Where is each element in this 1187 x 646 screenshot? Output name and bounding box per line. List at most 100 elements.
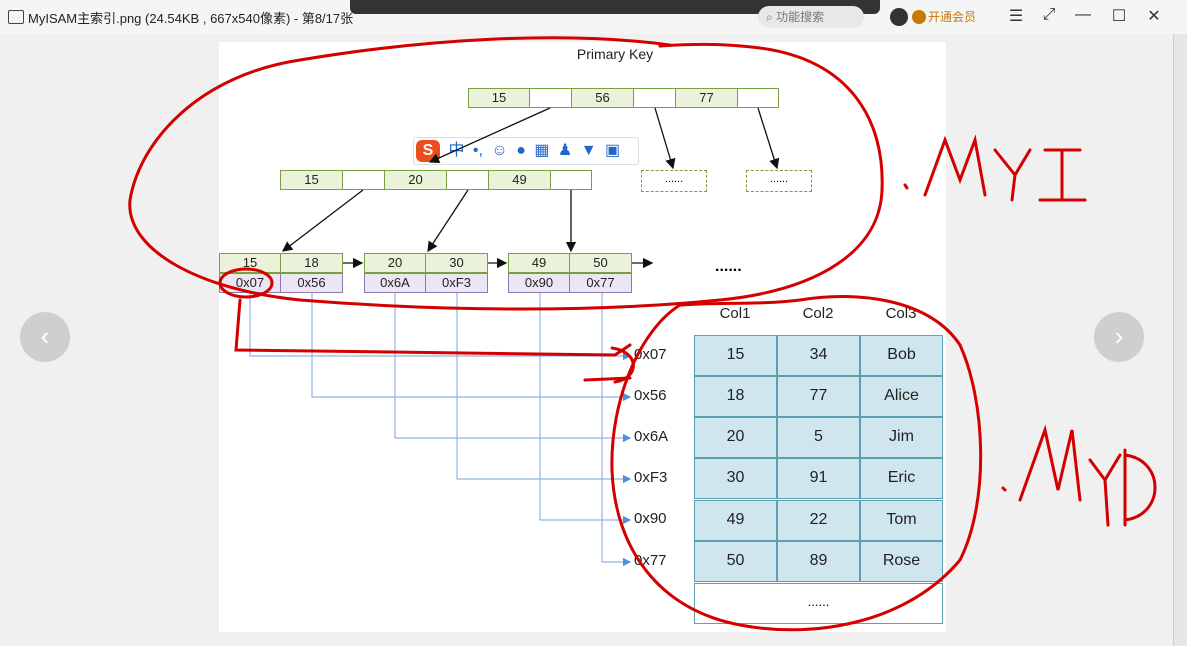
placeholder-node: ...... bbox=[641, 170, 707, 192]
ink-letter bbox=[1038, 148, 1087, 202]
search-input[interactable]: ⌕ 功能搜索 bbox=[758, 6, 864, 28]
scrollbar[interactable] bbox=[1173, 34, 1187, 646]
vip-button[interactable]: 开通会员 bbox=[912, 8, 976, 25]
leaf-key-cell: 49 bbox=[508, 253, 570, 273]
person-icon[interactable]: ♟ bbox=[557, 142, 573, 159]
prev-arrow-icon: ‹ bbox=[40, 321, 50, 351]
leaf-key-cell: 18 bbox=[280, 253, 343, 273]
leaf-pointer-cell: 0x6A bbox=[364, 273, 426, 293]
table-cell: 22 bbox=[777, 500, 860, 541]
close-icon[interactable]: ✕ bbox=[1147, 8, 1161, 25]
fullscreen-icon[interactable]: ⤢ bbox=[1042, 6, 1056, 23]
leaf-pointer-cell: 0x77 bbox=[569, 273, 632, 293]
root-pointer-cell bbox=[737, 88, 779, 108]
row-address: 0xF3 bbox=[634, 469, 668, 486]
pointer-line bbox=[601, 293, 632, 567]
avatar[interactable] bbox=[890, 8, 908, 26]
ink-letter bbox=[1018, 424, 1082, 502]
table-more-row: ...... bbox=[694, 583, 943, 624]
tree-arrow bbox=[757, 107, 780, 170]
row-address: 0x56 bbox=[634, 387, 667, 404]
table-header-col3: Col3 bbox=[885, 305, 917, 322]
viewer-toolbar[interactable] bbox=[350, 0, 880, 14]
leaf-pointer-cell: 0x90 bbox=[508, 273, 570, 293]
next-image-button[interactable]: › bbox=[1094, 312, 1144, 362]
search-placeholder: 功能搜索 bbox=[776, 10, 825, 24]
pointer-line bbox=[249, 293, 632, 361]
leaf-more: ...... bbox=[715, 258, 742, 275]
mid-key-cell: 49 bbox=[488, 170, 551, 190]
pointer-line bbox=[394, 293, 632, 443]
punctuation-icon[interactable]: •, bbox=[472, 142, 483, 159]
table-cell: Alice bbox=[860, 376, 943, 417]
table-cell: 77 bbox=[777, 376, 860, 417]
leaf-key-cell: 30 bbox=[425, 253, 488, 273]
table-header-col2: Col2 bbox=[802, 305, 834, 322]
root-key-cell: 15 bbox=[468, 88, 530, 108]
pointer-circle bbox=[218, 267, 274, 299]
minimize-icon[interactable]: — bbox=[1075, 6, 1091, 23]
title-bar: MyISAM主索引.png (24.54KB , 667x540像素) - 第8… bbox=[0, 0, 1187, 34]
next-arrow-icon: › bbox=[1114, 321, 1124, 351]
table-cell: 30 bbox=[694, 458, 777, 499]
ink-letter bbox=[923, 134, 987, 197]
table-cell: 18 bbox=[694, 376, 777, 417]
table-cell: 49 bbox=[694, 500, 777, 541]
pointer-line bbox=[311, 293, 632, 402]
microphone-icon[interactable]: ● bbox=[516, 142, 526, 159]
ink-stroke bbox=[610, 346, 635, 384]
row-address: 0x6A bbox=[634, 428, 669, 445]
table-cell: Rose bbox=[860, 541, 943, 582]
table-cell: 89 bbox=[777, 541, 860, 582]
root-key-cell: 56 bbox=[571, 88, 634, 108]
table-cell: 15 bbox=[694, 335, 777, 376]
leaf-key-cell: 50 bbox=[569, 253, 632, 273]
window-title-text: MyISAM主索引.png (24.54KB , 667x540像素) - 第8… bbox=[28, 11, 354, 26]
leaf-pointer-cell: 0x56 bbox=[280, 273, 343, 293]
skin-icon[interactable]: ▼ bbox=[580, 142, 597, 159]
myd-circle bbox=[610, 294, 983, 632]
vip-icon bbox=[912, 10, 926, 24]
mid-pointer-cell bbox=[550, 170, 592, 190]
table-cell: Eric bbox=[860, 458, 943, 499]
placeholder-node: ...... bbox=[746, 170, 812, 192]
grid-icon[interactable]: ▣ bbox=[605, 142, 621, 159]
row-address: 0x07 bbox=[634, 346, 667, 363]
table-cell: Tom bbox=[860, 500, 943, 541]
emoji-icon[interactable]: ☺ bbox=[491, 142, 508, 159]
ink-letter bbox=[1123, 448, 1157, 527]
table-cell: 50 bbox=[694, 541, 777, 582]
row-address: 0x90 bbox=[634, 510, 667, 527]
red-annotation bbox=[128, 36, 1157, 632]
tree-arrow bbox=[428, 107, 551, 164]
table-cell: 34 bbox=[777, 335, 860, 376]
mid-key-cell: 20 bbox=[384, 170, 447, 190]
table-cell: 20 bbox=[694, 417, 777, 458]
pointer-line bbox=[539, 293, 632, 525]
tree-arrow bbox=[281, 189, 364, 252]
tree-arrow bbox=[427, 189, 469, 253]
table-cell: Jim bbox=[860, 417, 943, 458]
pointer-line bbox=[456, 293, 632, 484]
tree-arrow bbox=[654, 107, 676, 170]
window-title: MyISAM主索引.png (24.54KB , 667x540像素) - 第8… bbox=[8, 8, 353, 27]
table-cell: 91 bbox=[777, 458, 860, 499]
prev-image-button[interactable]: ‹ bbox=[20, 312, 70, 362]
ink-letter bbox=[1088, 453, 1122, 527]
diagram-title: Primary Key bbox=[576, 46, 654, 62]
keyboard-icon[interactable]: ▦ bbox=[534, 142, 550, 159]
ink-dot bbox=[903, 183, 909, 190]
menu-icon[interactable]: ☰ bbox=[1008, 8, 1024, 25]
ime-toolbar[interactable]: S 中 •, ☺ ● ▦ ♟ ▼ ▣ bbox=[413, 137, 639, 165]
ink-dot bbox=[1001, 486, 1007, 492]
ink-letter bbox=[993, 148, 1032, 202]
leaf-pointer-cell: 0xF3 bbox=[425, 273, 488, 293]
root-key-cell: 77 bbox=[675, 88, 738, 108]
myi-circle bbox=[128, 36, 884, 311]
table-cell: 5 bbox=[777, 417, 860, 458]
maximize-icon[interactable]: ☐ bbox=[1111, 8, 1127, 25]
image-icon bbox=[8, 10, 24, 24]
table-header-col1: Col1 bbox=[719, 305, 751, 322]
table-cell: Bob bbox=[860, 335, 943, 376]
